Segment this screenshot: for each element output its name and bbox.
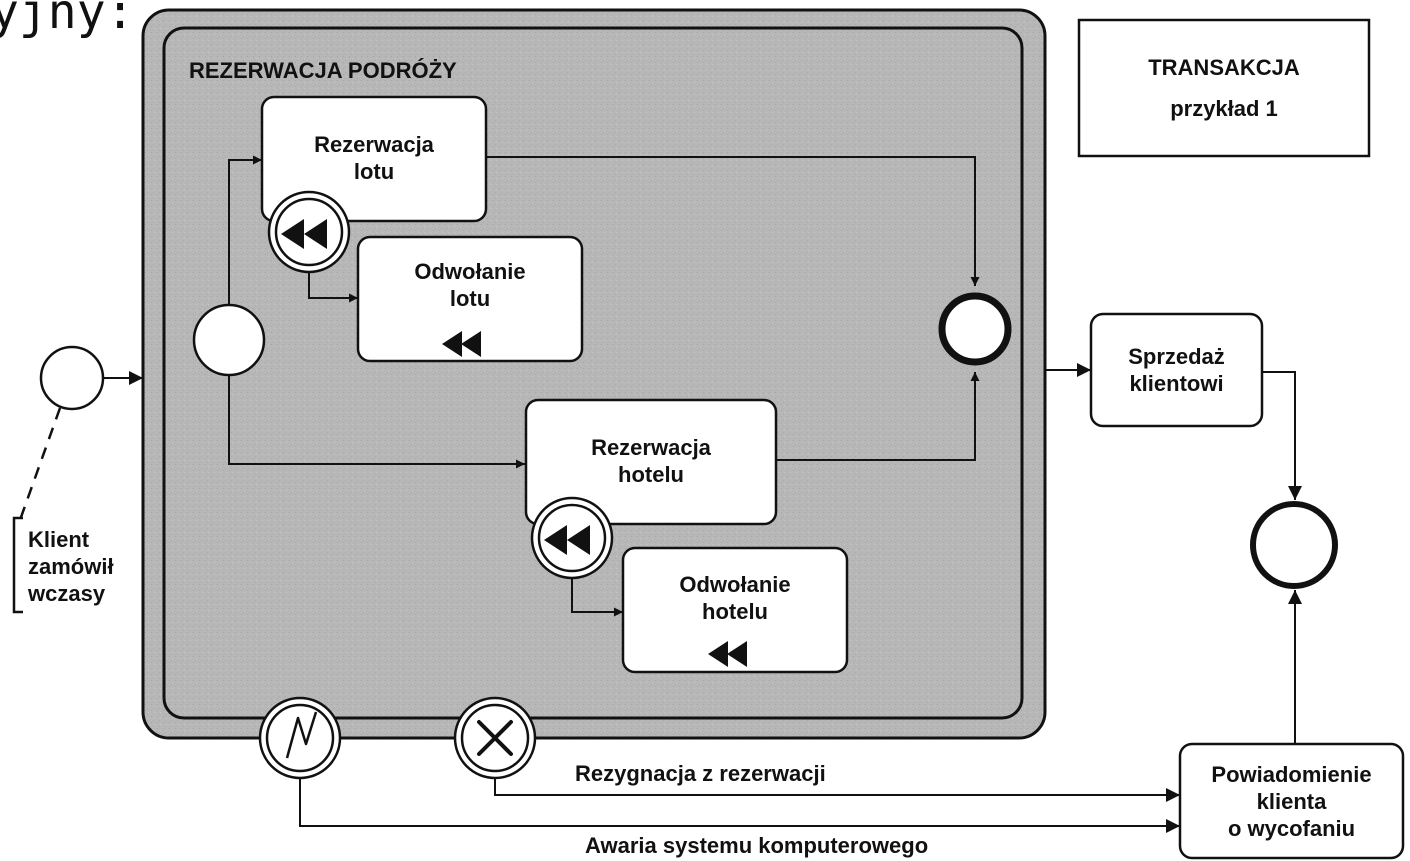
annotation-association [18,407,62,521]
task-label-line: Rezerwacja [314,132,434,157]
task-label-line: Sprzedaż [1128,344,1225,369]
task-label-line: lotu [449,286,491,311]
task-label-line: o wycofaniu [1227,815,1356,841]
subprocess-end-event [938,292,1012,366]
annotation-bracket [12,516,23,614]
task-label-line: hotelu [618,462,684,487]
task-label-line: klientowi [1129,371,1224,396]
error-flow-label: Awaria systemu komputerowego [585,833,929,858]
start-event [39,345,105,411]
task-hotel-cancel-label: Odwołanie hotelu [623,563,847,633]
cancel-boundary-event [453,696,537,780]
task-flight-cancel[interactable] [356,235,584,363]
task-flight-cancel-label: Odwołanie lotu [358,250,582,320]
subprocess-inner-border [162,26,1024,720]
task-label-line: hotelu [702,599,768,624]
info-box-subtitle: przykład 1 [1170,96,1278,121]
task-label-line: Odwołanie [414,259,526,284]
annotation-line: Klient [28,527,90,552]
task-notify[interactable] [1178,742,1405,860]
compensation-icon [442,331,481,357]
task-label-line: Odwołanie [679,572,791,597]
info-box-title: TRANSAKCJA [1148,55,1300,80]
corner-text: yjny: [0,0,135,40]
compensation-boundary-event-flight [267,190,351,274]
annotation-line: zamówił [28,554,114,579]
task-sale-label: Sprzedaż klientowi [1091,314,1262,426]
task-hotel-booking-label: Rezerwacja hotelu [526,418,776,504]
subprocess-title: REZERWACJA PODRÓŻY [189,58,457,83]
compensation-boundary-event-hotel [530,496,614,580]
task-hotel-booking[interactable] [524,398,778,526]
task-label-line: Rezerwacja [591,435,711,460]
cancel-flow-label: Rezygnacja z rezerwacji [575,761,826,786]
info-box [1077,18,1371,158]
end-event [1250,501,1338,589]
annotation-line: wczasy [28,581,106,606]
annotation-text: Klient zamówił wczasy [28,526,114,607]
info-box-label: TRANSAKCJA przykład 1 [1079,20,1369,156]
task-flight-booking[interactable] [260,95,488,223]
fork-event-circle [192,303,266,377]
sequence-flows [103,155,1302,833]
task-flight-booking-label: Rezerwacja lotu [262,115,486,201]
task-label-line: Powiadomienie [1211,761,1372,787]
task-notify-label: Powiadomienie klienta o wycofaniu [1180,744,1403,858]
task-hotel-cancel[interactable] [621,546,849,674]
task-label-line: lotu [353,159,395,184]
error-boundary-event [258,696,342,780]
task-sale[interactable] [1089,312,1264,428]
compensation-icon [708,641,747,667]
task-label-line: klienta [1256,788,1327,814]
